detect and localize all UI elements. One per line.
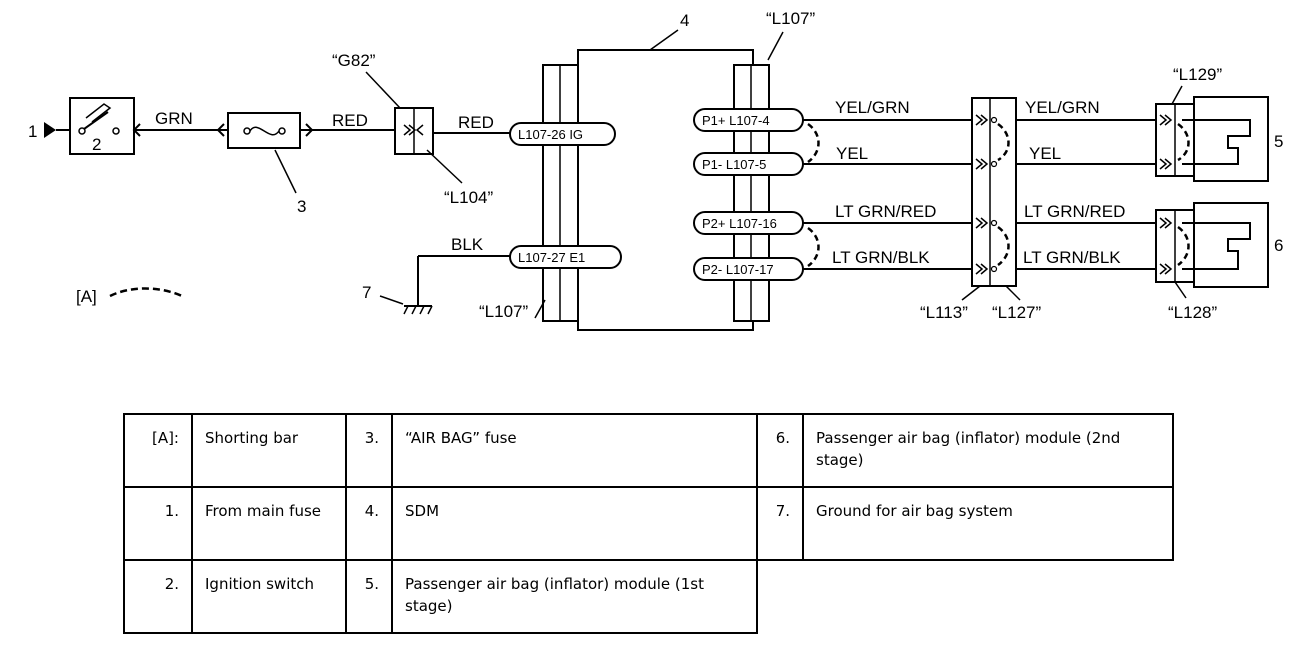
sdm-num-label: 4	[680, 11, 689, 30]
wiring-diagram: 1 2 GRN 3 RED “G82” “L104” RED BLK	[28, 9, 1283, 331]
legend-key: 6.	[756, 413, 804, 488]
legend-value: “AIR BAG” fuse	[391, 413, 758, 488]
legend-table: [A]: Shorting bar 3. “AIR BAG” fuse 6. P…	[123, 413, 1174, 634]
connector-l113-l127	[971, 97, 1017, 287]
wire-red-right-label: RED	[458, 113, 494, 132]
terminal-ig-label: L107-26 IG	[518, 127, 583, 142]
legend-empty-cell	[757, 560, 1173, 633]
wire-ltgrn-red-left-label: LT GRN/RED	[835, 202, 936, 221]
sdm-module	[542, 49, 770, 331]
connector-l107-top-label: “L107”	[766, 9, 815, 28]
module-5-num-label: 5	[1274, 132, 1283, 151]
connector-l129-label: “L129”	[1173, 65, 1222, 84]
legend-key: 7.	[756, 486, 804, 561]
terminal-p1-minus-label: P1- L107-5	[702, 157, 766, 172]
legend-value: SDM	[391, 486, 758, 561]
connector-l104-label: “L104”	[444, 188, 493, 207]
module-6-num-label: 6	[1274, 236, 1283, 255]
ignition-switch: 2	[69, 97, 135, 155]
connector-g82-l104	[394, 107, 434, 155]
wire-ltgrn-red-right-label: LT GRN/RED	[1024, 202, 1125, 221]
wire-blk-label: BLK	[451, 235, 484, 254]
legend-row: 2. Ignition switch 5. Passenger air bag …	[123, 559, 1173, 634]
input-arrow-icon	[44, 122, 56, 138]
wire-ltgrn-blk-right-label: LT GRN/BLK	[1023, 248, 1121, 267]
wire-yel-right-label: YEL	[1029, 144, 1061, 163]
wire-yel-grn-left-label: YEL/GRN	[835, 98, 910, 117]
wire-red-left-label: RED	[332, 111, 368, 130]
terminal-ig: L107-26 IG	[509, 122, 616, 146]
terminal-p1-plus: P1+ L107-4	[693, 108, 804, 132]
shorting-bar-symbol	[109, 287, 183, 298]
legend-value: From main fuse	[191, 486, 347, 561]
wire-yel-left-label: YEL	[836, 144, 868, 163]
terminal-p1-minus: P1- L107-5	[693, 152, 804, 176]
key-icon	[85, 103, 112, 123]
connector-g82-label: “G82”	[332, 51, 376, 70]
ground-symbol-icon	[403, 305, 433, 315]
legend-value: Passenger air bag (inflator) module (1st…	[391, 559, 758, 634]
ground-num-label: 7	[362, 283, 371, 302]
legend-value: Shorting bar	[191, 413, 347, 488]
terminal-p2-plus: P2+ L107-16	[693, 211, 804, 235]
ignition-switch-num: 2	[92, 135, 101, 154]
module-5-1st-stage	[1155, 96, 1269, 182]
legend-key: [A]:	[123, 413, 193, 488]
legend-row: [A]: Shorting bar 3. “AIR BAG” fuse 6. P…	[123, 413, 1174, 488]
wire-yel-grn-right-label: YEL/GRN	[1025, 98, 1100, 117]
legend-key: 2.	[123, 559, 193, 634]
legend-value: Ground for air bag system	[802, 486, 1174, 561]
connector-l113-label: “L113”	[920, 303, 968, 322]
shorting-bar-tag: [A]	[76, 287, 97, 306]
legend-row: 1. From main fuse 4. SDM 7. Ground for a…	[123, 486, 1174, 561]
marker-1-label: 1	[28, 122, 37, 141]
fuse-num-label: 3	[297, 197, 306, 216]
legend-value: Ignition switch	[191, 559, 347, 634]
wire-ltgrn-blk-left-label: LT GRN/BLK	[832, 248, 930, 267]
legend-value: Passenger air bag (inflator) module (2nd…	[802, 413, 1174, 488]
legend-key: 4.	[345, 486, 393, 561]
terminal-e1: L107-27 E1	[509, 245, 622, 269]
connector-l127-label: “L127”	[992, 303, 1041, 322]
legend-key: 3.	[345, 413, 393, 488]
terminal-p2-minus-label: P2- L107-17	[702, 262, 774, 277]
legend-key: 1.	[123, 486, 193, 561]
terminal-p2-plus-label: P2+ L107-16	[702, 216, 777, 231]
terminal-p1-plus-label: P1+ L107-4	[702, 113, 770, 128]
air-bag-fuse	[227, 112, 301, 149]
connector-l107-bottom-label: “L107”	[479, 302, 528, 321]
terminal-e1-label: L107-27 E1	[518, 250, 585, 265]
terminal-p2-minus: P2- L107-17	[693, 257, 804, 281]
module-6-2nd-stage	[1155, 202, 1269, 288]
legend-key: 5.	[345, 559, 393, 634]
wire-grn-label: GRN	[155, 109, 193, 128]
connector-l128-label: “L128”	[1168, 303, 1217, 322]
